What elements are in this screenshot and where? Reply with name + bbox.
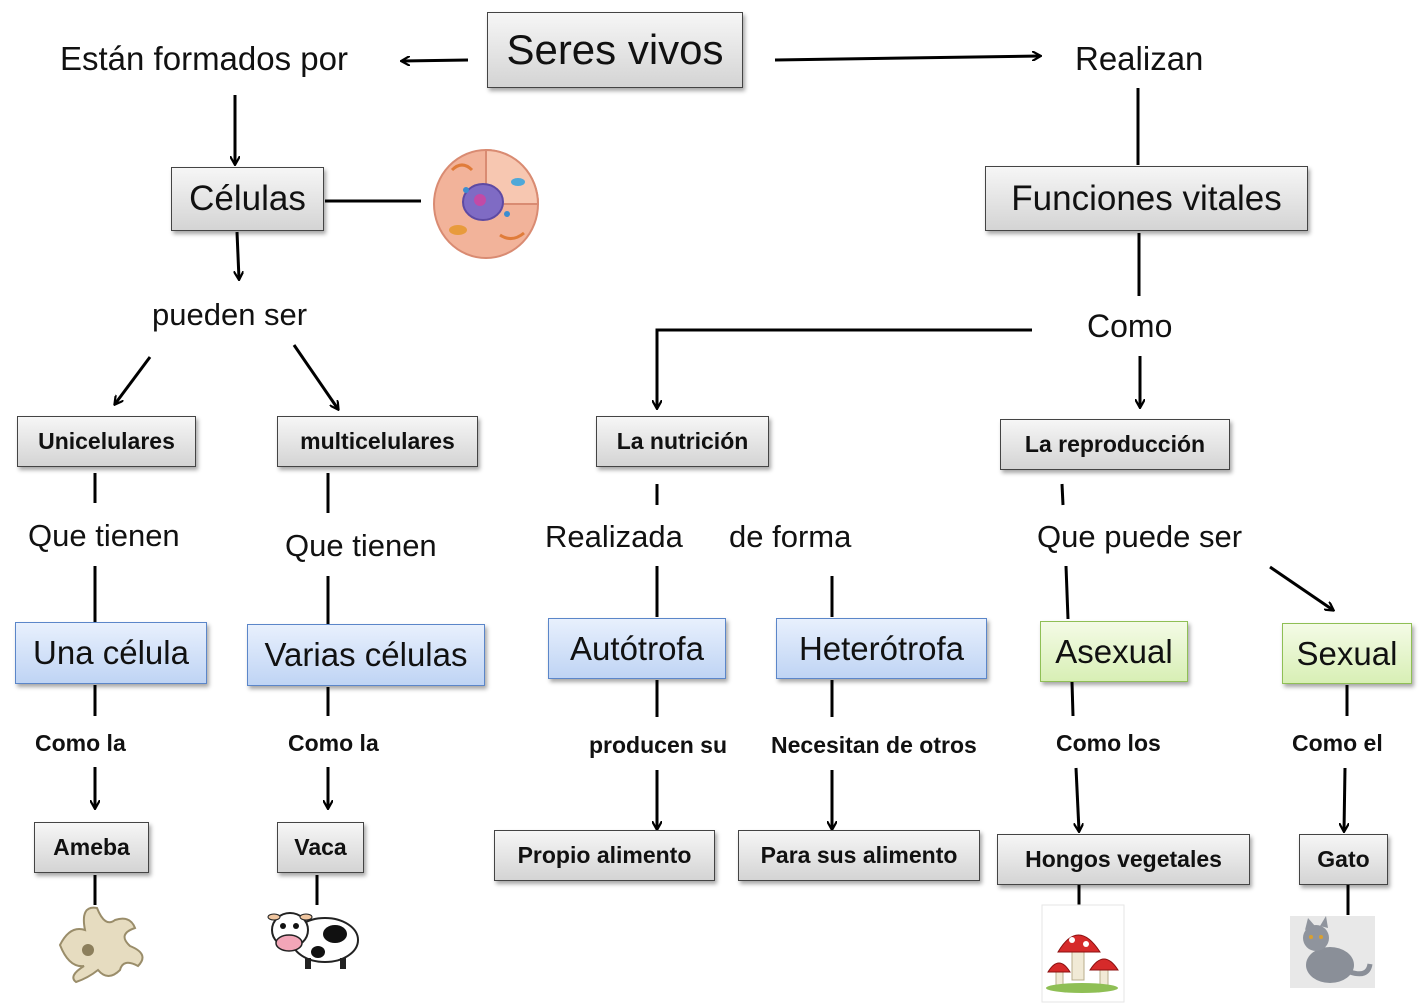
nutrition-label: La nutrición [616, 428, 749, 454]
multicellular-box: multicelulares [277, 416, 478, 467]
own-food-label: Propio alimento [517, 842, 692, 868]
fungi-box: Hongos vegetales [997, 834, 1250, 885]
line-reproduction-down [1060, 483, 1065, 506]
as-label: Como [1087, 308, 1173, 344]
form-label: de forma [729, 519, 852, 554]
reproduction-label: La reproducción [1024, 431, 1206, 457]
cat-box: Gato [1299, 834, 1388, 885]
sexual-label: Sexual [1296, 634, 1398, 672]
done-label: Realizada [545, 519, 683, 554]
asexual-label: Asexual [1055, 632, 1173, 670]
can-be-label: pueden ser [152, 297, 308, 332]
produce-label: producen su [589, 732, 728, 758]
asexual-box: Asexual [1040, 621, 1188, 682]
unicellular-box: Unicelulares [17, 416, 196, 467]
unicellular-have-label: Que tienen [28, 518, 180, 553]
cow-box: Vaca [277, 822, 364, 873]
cells-box: Células [171, 167, 324, 231]
autotrophic-box: Autótrofa [548, 618, 726, 679]
asexual-like-label: Como los [1056, 730, 1161, 756]
cow-image [267, 912, 359, 969]
arrow-cells-to-canbe [237, 231, 239, 279]
several-cells-label: Varias células [264, 636, 468, 673]
arrow-root-to-realizan [774, 56, 1040, 62]
one-cell-label: Una célula [33, 634, 189, 671]
functions-box: Funciones vitales [985, 166, 1308, 231]
line-asexual-down [1070, 681, 1075, 717]
cells-label: Células [189, 179, 306, 218]
arrow-canbe-to-unicellular [115, 356, 152, 404]
sexual-box: Sexual [1282, 623, 1412, 684]
root-label: Seres vivos [506, 26, 724, 73]
other-food-label: Para sus alimento [760, 842, 958, 868]
heterotrophic-box: Heterótrofa [776, 618, 987, 679]
reproduction-can-be-label: Que puede ser [1037, 519, 1243, 554]
autotrophic-label: Autótrofa [570, 629, 704, 667]
unicellular-label: Unicelulares [38, 428, 175, 454]
arrow-root-to-formed [402, 60, 469, 61]
reproduction-box: La reproducción [1000, 419, 1230, 470]
mushroom-image [1041, 904, 1125, 1003]
arrow-canbe-to-multicellular [292, 344, 338, 409]
formed-label: Están formados por [60, 40, 348, 77]
heterotrophic-label: Heterótrofa [798, 629, 965, 667]
cat-image [1290, 916, 1375, 988]
need-label: Necesitan de otros [771, 732, 977, 758]
several-cells-box: Varias células [247, 624, 485, 686]
cat-label: Gato [1317, 846, 1370, 872]
functions-label: Funciones vitales [1011, 178, 1282, 218]
arrow-like-to-fungi [1076, 767, 1079, 831]
cow-label: Vaca [294, 834, 347, 860]
unicellular-like-label: Como la [35, 730, 126, 756]
arrow-como-to-nutrition [657, 328, 1032, 408]
other-food-box: Para sus alimento [738, 830, 980, 881]
multicellular-label: multicelulares [300, 428, 455, 454]
root-box: Seres vivos [487, 12, 743, 88]
perform-label: Realizan [1075, 40, 1204, 77]
arrow-canbe-to-sexual [1269, 565, 1333, 610]
nutrition-box: La nutrición [596, 416, 769, 467]
ameba-box: Ameba [34, 822, 149, 873]
own-food-box: Propio alimento [494, 830, 715, 881]
line-canbe-to-asexual [1064, 565, 1070, 620]
multicellular-have-label: Que tienen [285, 528, 437, 563]
animal-cell-image [433, 148, 540, 259]
fungi-label: Hongos vegetales [1025, 846, 1222, 872]
ameba-image [58, 906, 144, 984]
ameba-label: Ameba [53, 834, 130, 860]
one-cell-box: Una célula [15, 622, 207, 684]
sexual-like-label: Como el [1292, 730, 1383, 756]
multicellular-like-label: Como la [288, 730, 379, 756]
arrow-like-to-cat [1344, 767, 1345, 831]
